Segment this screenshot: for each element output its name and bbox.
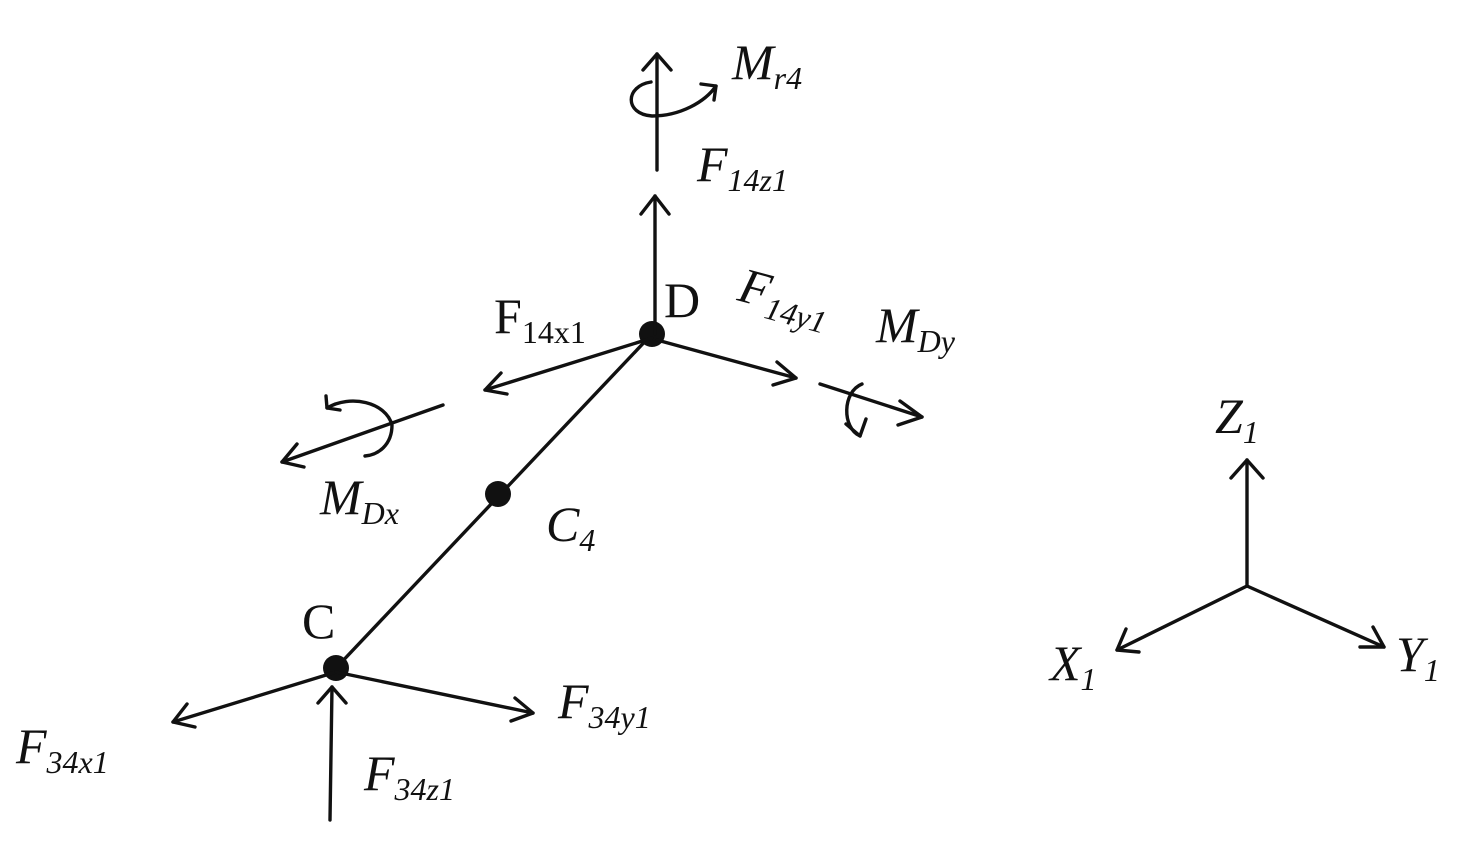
mr4-moment-arrow xyxy=(629,52,718,172)
mdx-label: MDx xyxy=(319,469,399,531)
f34z1-label: F34z1 xyxy=(363,745,455,807)
f14y1-arrow xyxy=(655,338,798,387)
f14x1-label: F14x1 xyxy=(494,288,586,350)
f34y1-label: F34y1 xyxy=(557,673,651,735)
z1-axis-arrow xyxy=(1229,458,1265,588)
f14z1-label: F14z1 xyxy=(696,136,788,198)
x1-axis-label: X1 xyxy=(1048,635,1097,697)
mdy-moment-arrow xyxy=(818,382,924,438)
joint-d-point xyxy=(639,321,665,347)
f34z1-arrow xyxy=(316,685,348,822)
c4-label: C4 xyxy=(546,496,595,558)
mdx-moment-arrow xyxy=(280,394,445,469)
joint-c-point xyxy=(323,655,349,681)
f34y1-arrow xyxy=(334,670,535,723)
f14z1-arrow xyxy=(639,194,671,336)
z1-axis-label: Z1 xyxy=(1215,388,1259,450)
point-d-label: D xyxy=(664,272,700,328)
center-of-mass-c4-point xyxy=(485,481,511,507)
f14x1-arrow xyxy=(483,336,654,396)
point-c-label: C xyxy=(302,593,335,649)
mr4-label: Mr4 xyxy=(731,34,802,96)
x1-axis-arrow xyxy=(1115,584,1249,654)
f14y1-label: F14y1 xyxy=(731,256,838,340)
coordinate-axes xyxy=(1115,458,1386,654)
y1-axis-arrow xyxy=(1245,584,1386,649)
f34x1-label: F34x1 xyxy=(15,718,109,780)
mdy-label: MDy xyxy=(875,297,956,359)
f34x1-arrow xyxy=(171,670,338,729)
y1-axis-label: Y1 xyxy=(1396,626,1440,688)
